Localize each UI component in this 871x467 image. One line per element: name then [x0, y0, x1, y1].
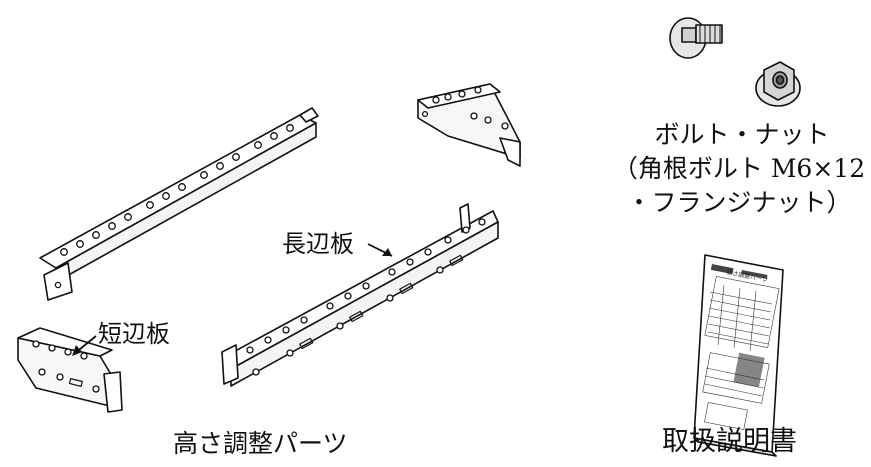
short-side-plates: [17, 327, 123, 413]
flange-nut: [755, 61, 801, 107]
long-side-plates: [221, 203, 499, 387]
carriage-bolt: [669, 17, 723, 59]
height-parts-caption: 高さ調整パーツ: [173, 429, 348, 458]
long-side-plate-label: 長辺板: [282, 230, 354, 258]
short-side-plate-label: 短辺板: [98, 320, 170, 348]
long-bar-left: [39, 107, 319, 301]
hardware-line-2: （角根ボルト M6×12: [612, 154, 866, 183]
short-bracket-top: [417, 83, 521, 167]
manual-caption: 取扱説明書: [662, 426, 797, 457]
instruction-manual: [693, 254, 784, 457]
hardware-line-3: ・フランジナット）: [626, 188, 852, 217]
hardware-title: ボルト・ナット: [654, 120, 830, 149]
leader-arrows: [72, 243, 393, 356]
